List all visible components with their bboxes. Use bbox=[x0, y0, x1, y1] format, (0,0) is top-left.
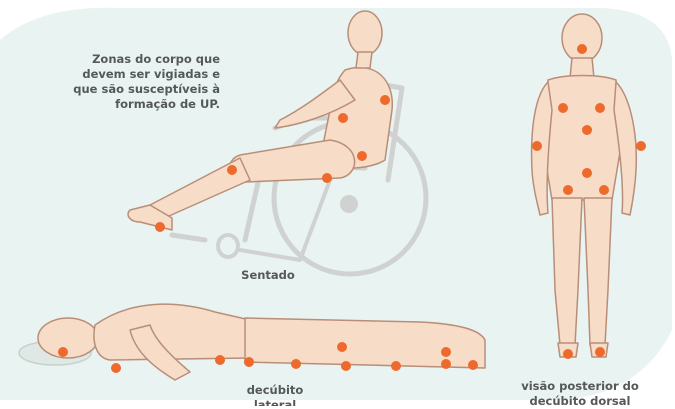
standing-head bbox=[562, 14, 602, 62]
pressure-point bbox=[599, 185, 609, 195]
pressure-point bbox=[468, 360, 478, 370]
dorsal-label-line-1: visão posterior do bbox=[500, 379, 660, 394]
intro-line-1: Zonas do corpo que bbox=[73, 52, 220, 67]
seated-neck bbox=[356, 52, 372, 68]
pressure-point bbox=[563, 349, 573, 359]
pressure-point bbox=[582, 168, 592, 178]
sitting-label: Sentado bbox=[228, 268, 308, 283]
pressure-point bbox=[215, 355, 225, 365]
pressure-point bbox=[337, 342, 347, 352]
pressure-point bbox=[244, 357, 254, 367]
intro-caption: Zonas do corpo que devem ser vigiadas e … bbox=[73, 52, 220, 112]
intro-line-3: que são susceptíveis à bbox=[73, 82, 220, 97]
wheelchair-hub bbox=[340, 195, 358, 213]
pressure-point bbox=[338, 113, 348, 123]
pressure-point bbox=[291, 359, 301, 369]
lateral-label: decúbito lateral bbox=[230, 383, 320, 406]
pressure-point bbox=[111, 363, 121, 373]
seated-head bbox=[348, 11, 382, 55]
pressure-point bbox=[322, 173, 332, 183]
pressure-point bbox=[577, 44, 587, 54]
intro-line-2: devem ser vigiadas e bbox=[73, 67, 220, 82]
pressure-point bbox=[636, 141, 646, 151]
pressure-point bbox=[380, 95, 390, 105]
dorsal-label-line-2: decúbito dorsal bbox=[500, 394, 660, 409]
pressure-point bbox=[58, 347, 68, 357]
pressure-point bbox=[155, 222, 165, 232]
pressure-point bbox=[441, 347, 451, 357]
pressure-point bbox=[391, 361, 401, 371]
pressure-point bbox=[441, 359, 451, 369]
pressure-point bbox=[595, 347, 605, 357]
pressure-point bbox=[341, 361, 351, 371]
pressure-point bbox=[357, 151, 367, 161]
pressure-point bbox=[227, 165, 237, 175]
standing-torso bbox=[542, 76, 622, 201]
pressure-point bbox=[582, 125, 592, 135]
pressure-point bbox=[563, 185, 573, 195]
pressure-point bbox=[558, 103, 568, 113]
pressure-point bbox=[532, 141, 542, 151]
pressure-point bbox=[595, 103, 605, 113]
intro-line-4: formação de UP. bbox=[73, 97, 220, 112]
lateral-label-line-1: decúbito bbox=[230, 383, 320, 398]
